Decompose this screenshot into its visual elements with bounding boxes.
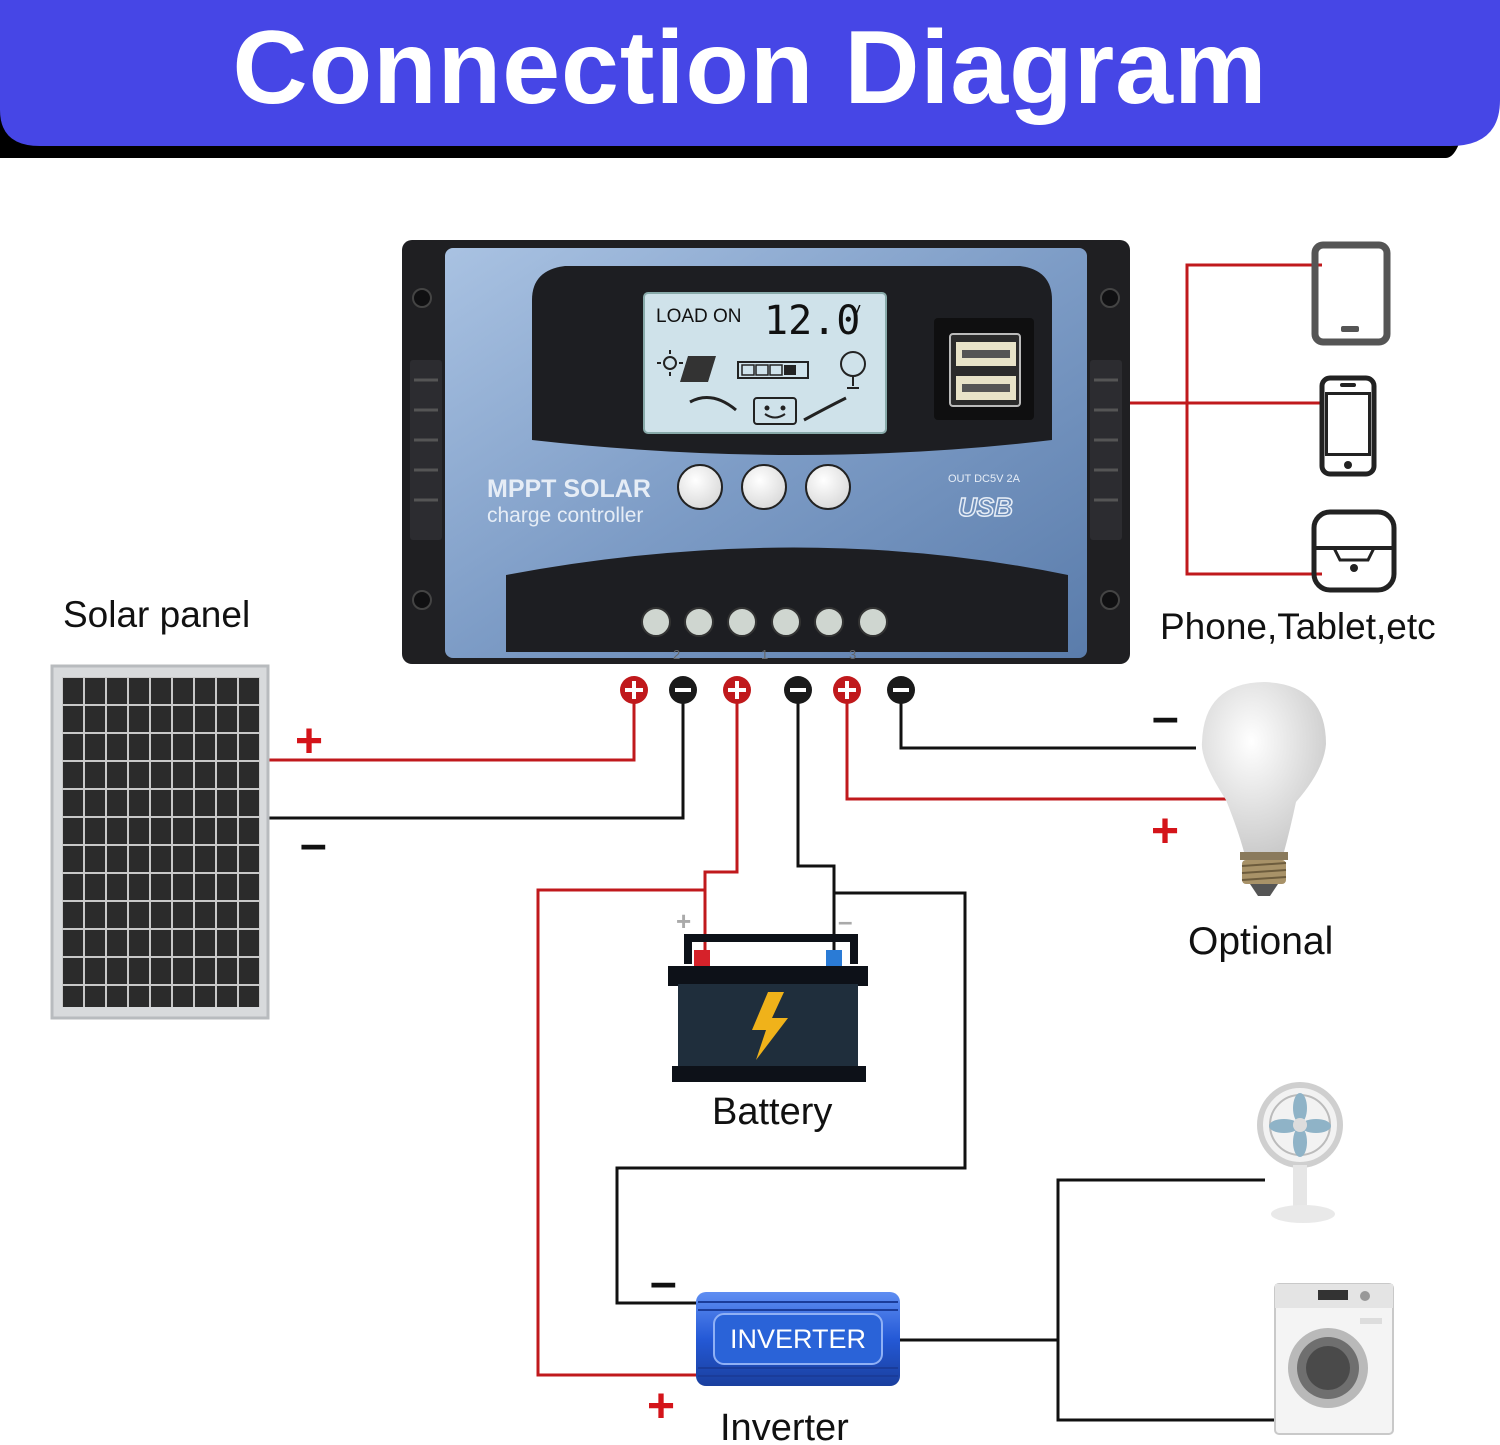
usb-rating-text: OUT DC5V 2A (948, 473, 1021, 485)
load-negative-marker (887, 676, 915, 704)
inverter-minus-sign: – (650, 1256, 677, 1309)
terminal-screw (771, 607, 801, 637)
terminal-number-load: 3 (849, 647, 856, 662)
solar-negative-marker (669, 676, 697, 704)
smiley-battery-icon (753, 397, 797, 425)
terminal-screw (641, 607, 671, 637)
battery-plus-sign: + (676, 906, 691, 936)
up-button[interactable] (741, 464, 787, 510)
solar-positive-marker (620, 676, 648, 704)
terminal-screw (684, 607, 714, 637)
page-title: Connection Diagram (232, 10, 1268, 126)
load-bulb-icon (840, 351, 866, 389)
terminal-screw (814, 607, 844, 637)
tablet-icon (1311, 241, 1391, 346)
inverter-plus-sign: + (647, 1380, 675, 1433)
lcd-screen (643, 292, 887, 434)
optional-label: Optional (1188, 920, 1333, 963)
load-negative-wire (899, 700, 1196, 750)
fan-icon (1257, 1082, 1343, 1223)
battery-positive-marker (723, 676, 751, 704)
light-bulb-icon (1201, 682, 1326, 896)
solar-negative-wire (268, 700, 685, 820)
usb-port (934, 318, 1034, 420)
terminal-screw (727, 607, 757, 637)
header-banner (0, 0, 1500, 159)
solar-positive-wire (268, 700, 636, 762)
terminal-screws (641, 607, 888, 637)
terminal-screw (858, 607, 888, 637)
phone-icon (1319, 375, 1377, 477)
devices-label: Phone,Tablet,etc (1160, 606, 1436, 647)
lcd-status-text: LOAD ON (656, 306, 742, 327)
sun-icon (657, 350, 683, 376)
terminal-number-battery: 1 (761, 647, 768, 662)
brand-line2: charge controller (487, 504, 643, 527)
lightning-bolt-icon (752, 992, 788, 1060)
solar-panel (50, 664, 270, 1020)
down-button[interactable] (805, 464, 851, 510)
battery-negative-marker (784, 676, 812, 704)
terminal-number-solar: 2 (673, 647, 680, 662)
washing-machine-icon (1274, 1283, 1394, 1435)
lcd-voltage-text: 12.0 (764, 298, 860, 344)
inverter-negative-wire (615, 891, 967, 1305)
controller-buttons (677, 464, 851, 510)
battery-positive-wire (703, 700, 739, 955)
speaker-device-icon (1311, 509, 1397, 593)
usb-label-text: USB (958, 492, 1013, 522)
ac-bus-wire (1056, 1178, 1275, 1422)
lcd-unit-text: V (850, 303, 861, 320)
battery-icon (668, 934, 868, 1082)
menu-button[interactable] (677, 464, 723, 510)
battery-negative-wire (796, 700, 836, 955)
inverter-positive-wire (536, 888, 705, 1377)
solar-minus-sign: – (300, 818, 327, 871)
battery-level-icon (737, 361, 809, 379)
load-minus-sign: – (1152, 691, 1179, 744)
brand-line1: MPPT SOLAR (487, 475, 651, 503)
inverter-label: Inverter (720, 1407, 849, 1445)
inverter-body-label: INVERTER (730, 1324, 866, 1354)
charge-flow-arrow-icon (689, 396, 847, 422)
battery-minus-sign: – (838, 906, 852, 936)
load-plus-sign: + (1151, 805, 1179, 858)
load-positive-wire (845, 700, 1228, 801)
battery-label: Battery (712, 1091, 832, 1133)
polarity-markers (620, 676, 915, 704)
inverter-icon (696, 1292, 900, 1386)
solar-module-icon (680, 356, 716, 382)
usb-bus-wire (1185, 263, 1322, 576)
solar-plus-sign: + (295, 715, 323, 768)
solar-panel-label: Solar panel (63, 594, 250, 635)
load-positive-marker (833, 676, 861, 704)
